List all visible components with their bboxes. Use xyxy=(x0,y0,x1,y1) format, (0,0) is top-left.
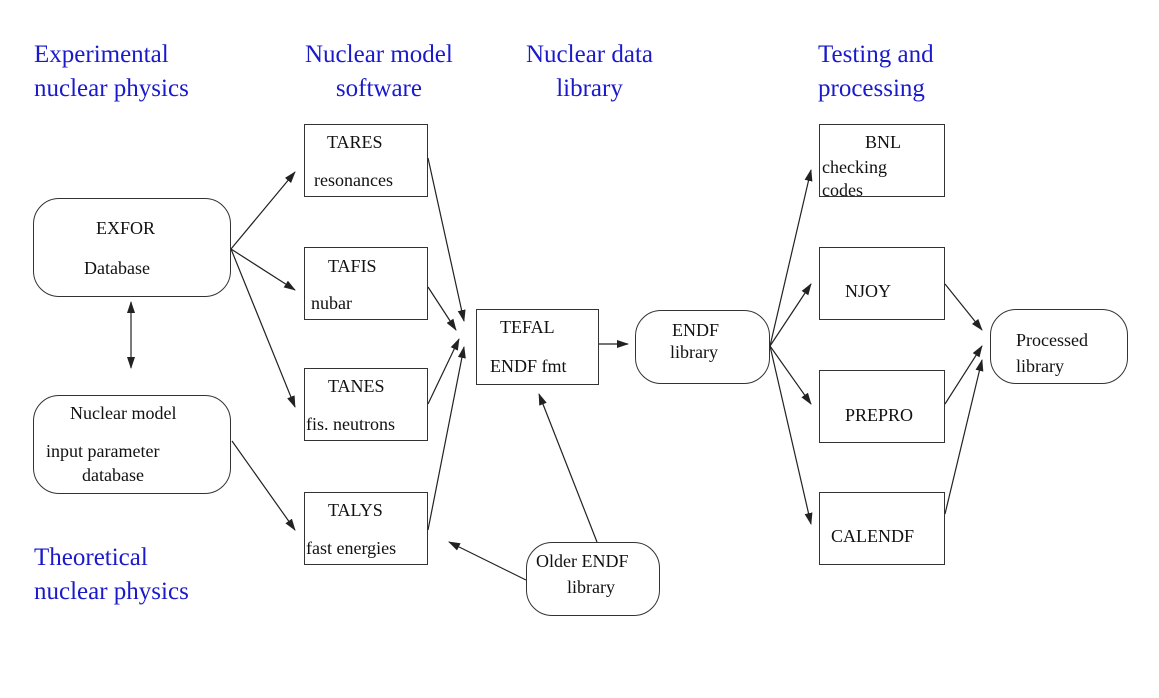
nuclear-model-input-database-node xyxy=(33,395,231,494)
tafis-sublabel: nubar xyxy=(311,293,352,313)
heading-line: software xyxy=(335,75,422,102)
arrow-exfor-to-tafis xyxy=(230,248,296,291)
heading-line: Nuclear data xyxy=(526,41,654,68)
arrow-tares-to-tefal xyxy=(427,157,466,322)
talys-node xyxy=(304,492,428,565)
processed-library-node xyxy=(990,309,1128,384)
heading-theoretical-nuclear-physics: Theoretical nuclear physics xyxy=(34,541,189,609)
endf-library-node xyxy=(635,310,770,384)
calendf-label: CALENDF xyxy=(831,526,915,546)
older-endf-library-node xyxy=(526,542,660,616)
arrow-talys-to-tefal xyxy=(427,346,466,531)
bnl-sublabel: codes xyxy=(822,180,863,200)
older-endf-label: Older ENDF xyxy=(536,551,629,571)
tanes-node xyxy=(304,368,428,441)
heading-nuclear-data-library: Nuclear data library xyxy=(526,38,653,106)
heading-line: Testing and xyxy=(818,41,934,68)
model-input-sublabel: input parameter xyxy=(46,441,160,461)
bnl-sublabel: checking xyxy=(822,157,887,177)
heading-testing-and-processing: Testing and processing xyxy=(818,38,934,106)
arrow-older_endf-to-tefal xyxy=(538,393,598,543)
tefal-node xyxy=(476,309,599,385)
prepro-label: PREPRO xyxy=(845,405,914,425)
tares-node xyxy=(304,124,428,197)
heading-experimental-nuclear-physics: Experimental nuclear physics xyxy=(34,38,189,106)
arrow-exfor-to-tares xyxy=(230,171,296,250)
heading-line: processing xyxy=(818,75,925,102)
tefal-sublabel: ENDF fmt xyxy=(490,356,567,376)
arrow-tanes-to-tefal xyxy=(427,338,460,405)
bnl-label: BNL xyxy=(865,132,901,152)
arrow-endf-to-calendf xyxy=(769,345,813,525)
older-endf-sublabel: library xyxy=(567,577,615,597)
arrow-exfor-to-tanes xyxy=(230,248,296,408)
njoy-label: NJOY xyxy=(845,281,892,301)
heading-line: Nuclear model xyxy=(305,41,453,68)
tafis-node xyxy=(304,247,428,320)
heading-line: nuclear physics xyxy=(34,75,189,102)
arrow-model_input-to-talys xyxy=(231,440,296,531)
arrow-older_endf-to-talys xyxy=(448,541,527,581)
endf-sublabel: library xyxy=(670,342,718,362)
processed-label: Processed xyxy=(1016,330,1088,350)
heading-nuclear-model-software: Nuclear model software xyxy=(305,38,453,106)
exfor-sublabel: Database xyxy=(84,258,150,278)
arrow-endf-to-njoy xyxy=(769,283,812,347)
model-input-label: Nuclear model xyxy=(70,403,177,423)
arrow-tafis-to-tefal xyxy=(427,286,457,331)
model-input-sublabel: database xyxy=(82,465,144,485)
arrow-prepro-to-processed xyxy=(944,345,983,405)
exfor-database-node xyxy=(33,198,231,297)
tares-sublabel: resonances xyxy=(314,170,393,190)
arrow-njoy-to-processed xyxy=(944,283,983,331)
exfor-label: EXFOR xyxy=(96,218,156,238)
tafis-label: TAFIS xyxy=(328,256,377,276)
talys-sublabel: fast energies xyxy=(306,538,397,558)
arrow-endf-to-prepro xyxy=(769,345,812,405)
bnl-checking-codes-node xyxy=(819,124,945,197)
prepro-node xyxy=(819,370,945,443)
arrow-calendf-to-processed xyxy=(944,359,984,515)
calendf-node xyxy=(819,492,945,565)
heading-line: nuclear physics xyxy=(34,578,189,605)
endf-label: ENDF xyxy=(672,320,720,340)
tanes-label: TANES xyxy=(328,376,385,396)
tanes-sublabel: fis. neutrons xyxy=(306,414,395,434)
heading-line: library xyxy=(556,75,623,102)
tares-label: TARES xyxy=(327,132,383,152)
heading-line: Theoretical xyxy=(34,544,148,571)
arrow-endf-to-bnl xyxy=(769,169,813,347)
njoy-node xyxy=(819,247,945,320)
tefal-label: TEFAL xyxy=(500,317,555,337)
heading-line: Experimental xyxy=(34,41,169,68)
talys-label: TALYS xyxy=(328,500,383,520)
processed-sublabel: library xyxy=(1016,356,1064,376)
